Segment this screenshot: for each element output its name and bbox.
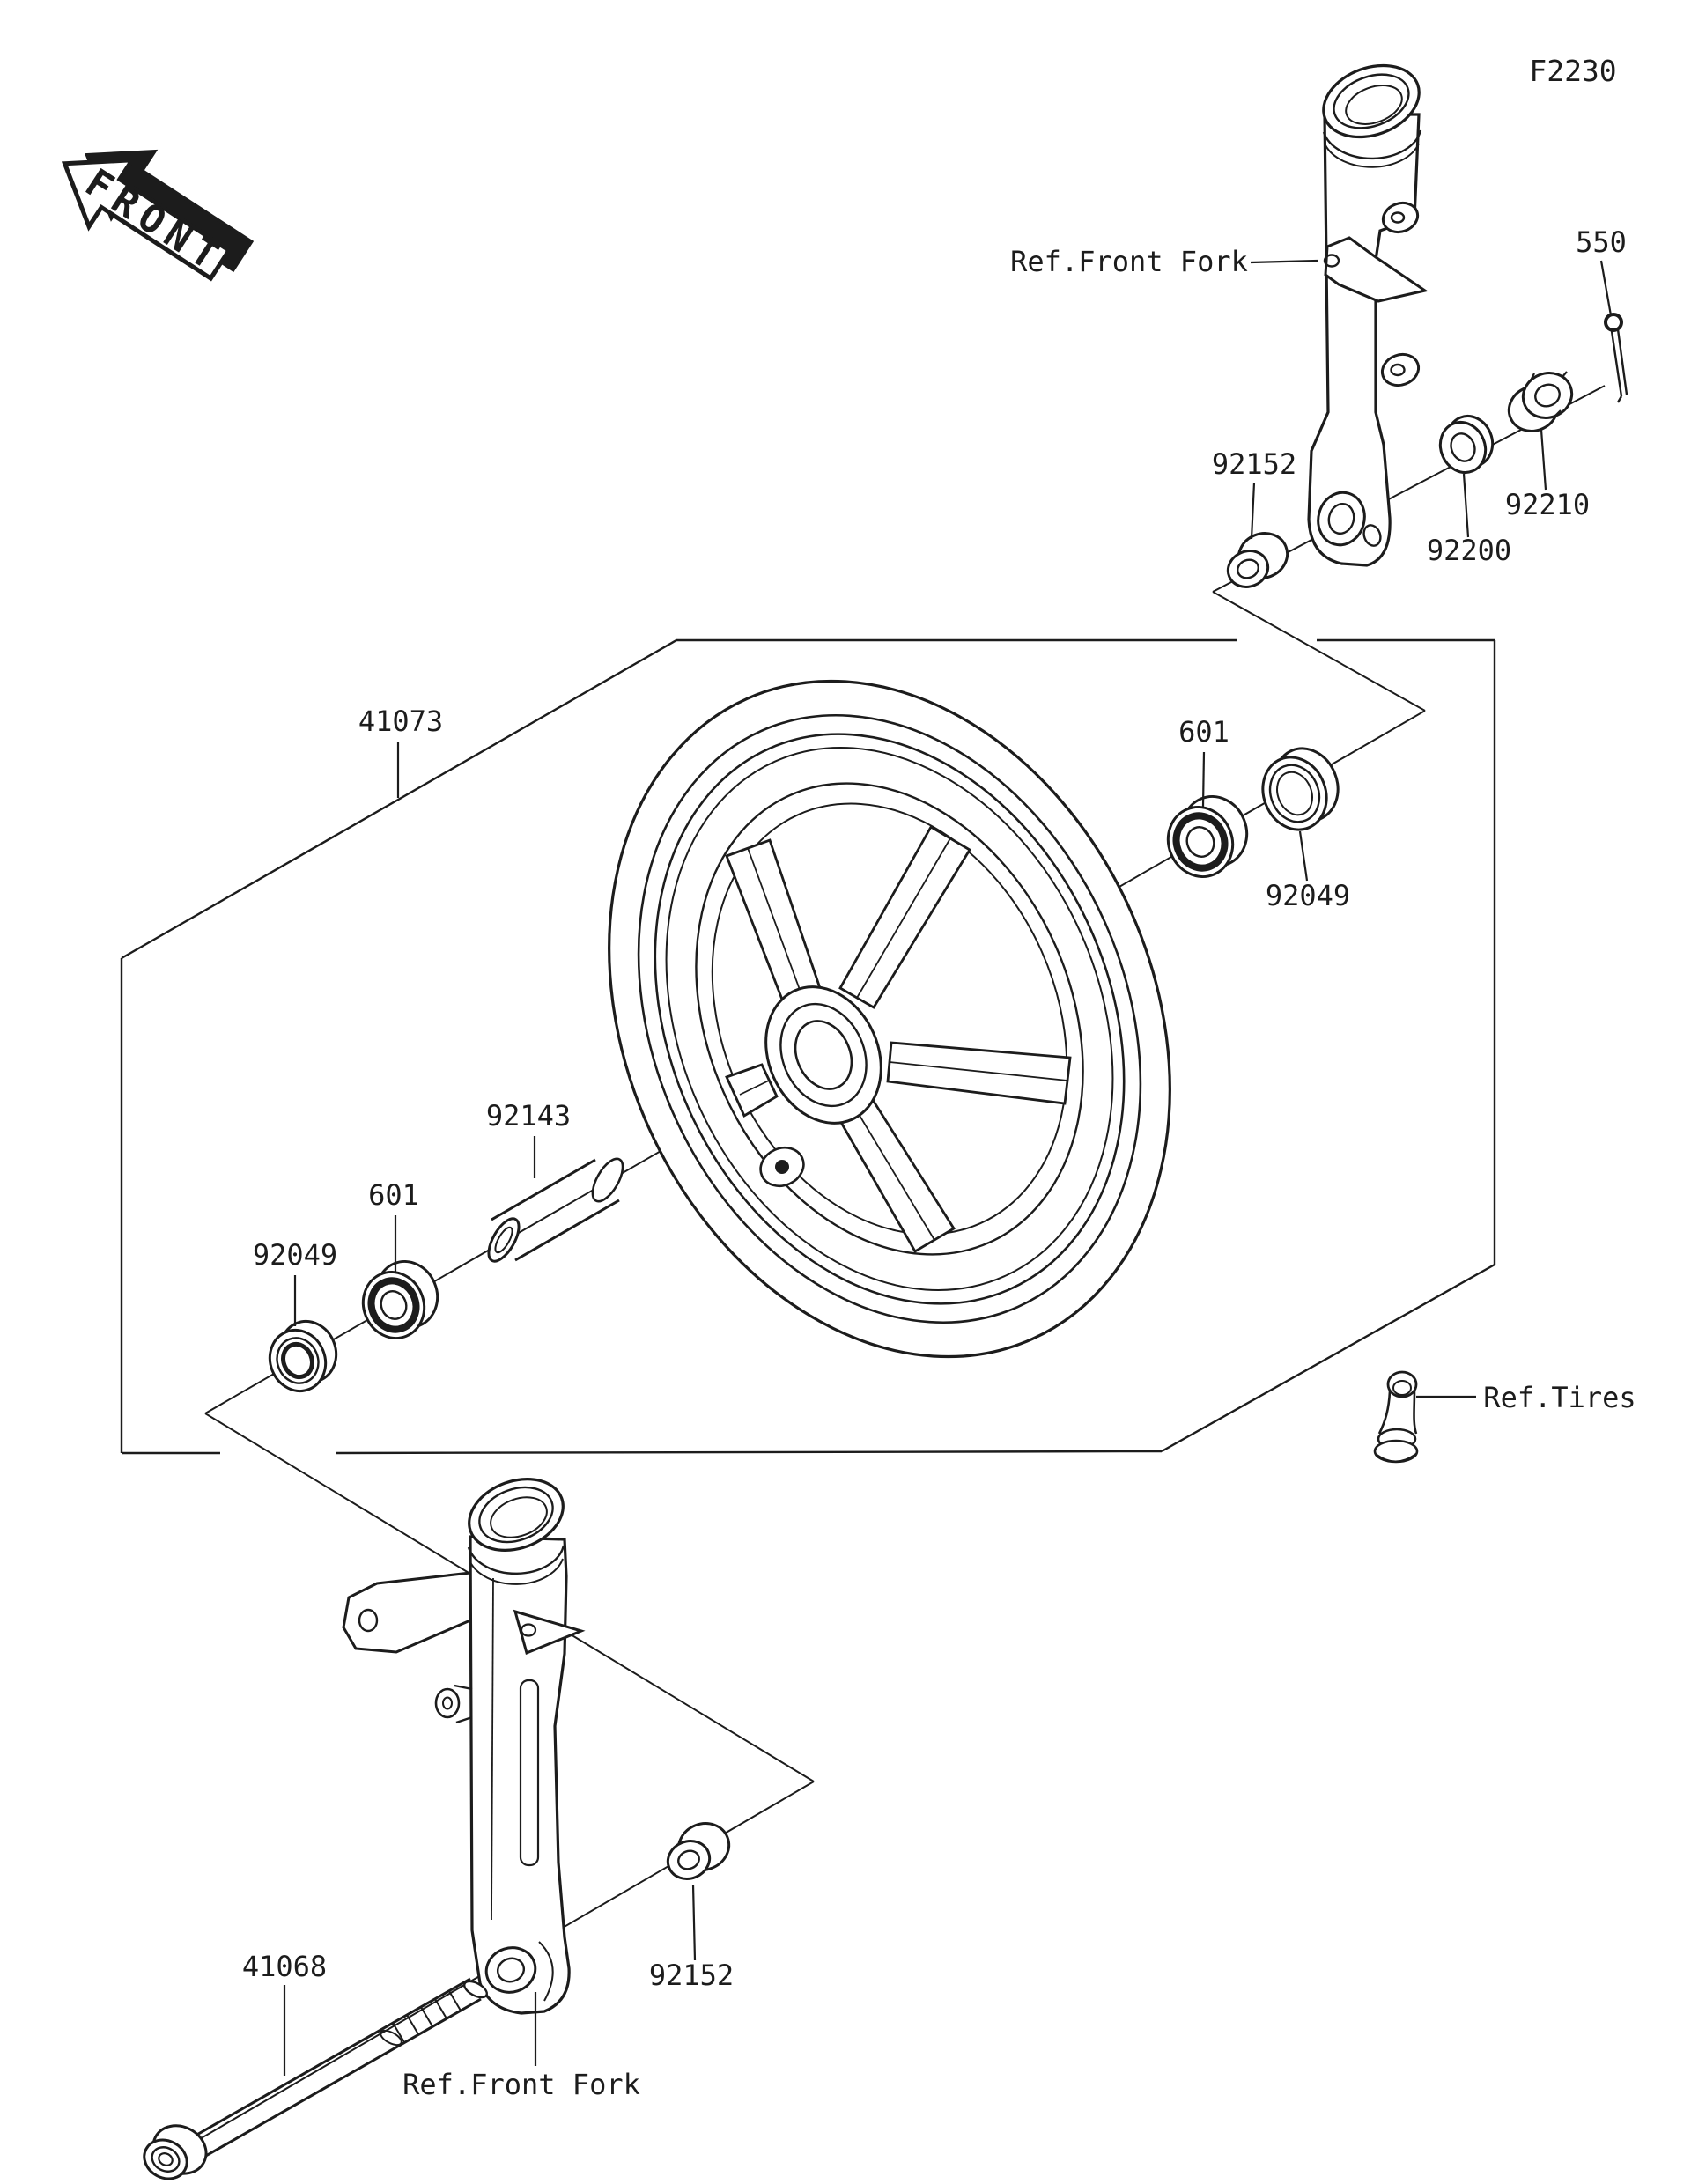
rim-outer-edge [654, 733, 1126, 1305]
bearing-left [361, 1260, 439, 1339]
callout-41068: 41068 [242, 1950, 327, 1983]
castellation-notches [1530, 371, 1568, 417]
rim-flange [665, 747, 1114, 1291]
fork-axle-hole [1317, 491, 1366, 547]
leader-92152-bottom [691, 1884, 697, 1961]
part-callouts: F2230 Ref.Front Fork 550 92210 92200 921… [242, 54, 1636, 2101]
axle-collar-bottom [666, 1822, 731, 1880]
rim-valve-hole [759, 1146, 805, 1188]
rim-well [695, 782, 1084, 1256]
front-wheel [608, 679, 1171, 1359]
callout-ref-front-fork-top: Ref.Front Fork [1010, 245, 1248, 278]
leader-92210 [1540, 429, 1547, 491]
callout-92210: 92210 [1505, 488, 1590, 521]
tire-valve-stem [1373, 1370, 1419, 1464]
axle-castle-nut [1507, 371, 1574, 432]
callout-ref-front-fork-bottom: Ref.Front Fork [402, 2068, 640, 2101]
callout-92200: 92200 [1427, 534, 1511, 567]
leader-92049-right [1298, 830, 1309, 882]
oil-seal-left [268, 1320, 338, 1392]
callout-92152-bottom: 92152 [649, 1959, 734, 1992]
leader-ref-front-fork-top [1250, 259, 1318, 264]
valve-cap [1386, 1370, 1418, 1398]
axle-holder-tab [1324, 236, 1429, 303]
hub-spacer-collar [487, 1157, 624, 1263]
fork-tube-opening [1322, 63, 1421, 139]
callout-92049-left: 92049 [253, 1238, 337, 1272]
fork-slot [519, 1679, 540, 1867]
callout-92049-right: 92049 [1266, 879, 1350, 912]
axis-line-fold-1 [1212, 591, 1426, 712]
leader-550 [1599, 260, 1613, 316]
wheel-boundary-box [120, 638, 1496, 1455]
callout-601-right: 601 [1178, 715, 1229, 749]
leader-lines [283, 259, 1613, 2076]
hose-guide-boss [434, 1687, 461, 1719]
fork-tube-opening [468, 1478, 565, 1552]
front-axle-bolt [143, 1977, 488, 2180]
front-fork-left-leg [342, 1478, 586, 2015]
front-direction-arrow: FRONT [61, 149, 255, 283]
spoke-creases [739, 837, 1068, 1241]
leader-92152-top [1250, 482, 1256, 540]
axle-threads [392, 1990, 462, 2043]
front-fork-right-leg [1307, 63, 1429, 567]
figure-code: F2230 [1529, 54, 1616, 88]
axle-tip [463, 1980, 488, 1999]
callout-41073: 41073 [358, 705, 443, 738]
oil-seal-right [1261, 747, 1340, 831]
bearing-right [1166, 795, 1249, 878]
callout-92152-top: 92152 [1212, 447, 1296, 481]
callout-550: 550 [1576, 225, 1627, 259]
callout-92143: 92143 [486, 1099, 571, 1133]
axle-collar-top [1226, 532, 1289, 588]
callout-ref-tires: Ref.Tires [1483, 1381, 1636, 1414]
fork-axle-hole [484, 1946, 537, 1994]
arrow-face [61, 158, 233, 282]
tire-inner-edge [637, 713, 1142, 1324]
leader-92200 [1462, 473, 1470, 538]
fender-boss-upper [1381, 201, 1420, 234]
fork-tube-body [1307, 113, 1421, 567]
tire-outer [608, 679, 1171, 1359]
fender-boss-lower [1380, 352, 1421, 387]
axle-washer [1438, 415, 1495, 474]
wheel-hub [764, 985, 882, 1125]
leader-601-right [1201, 751, 1206, 808]
caliper-bracket-tab [342, 1571, 472, 1654]
cotter-pin [1604, 313, 1628, 403]
callout-601-left: 601 [368, 1178, 419, 1212]
